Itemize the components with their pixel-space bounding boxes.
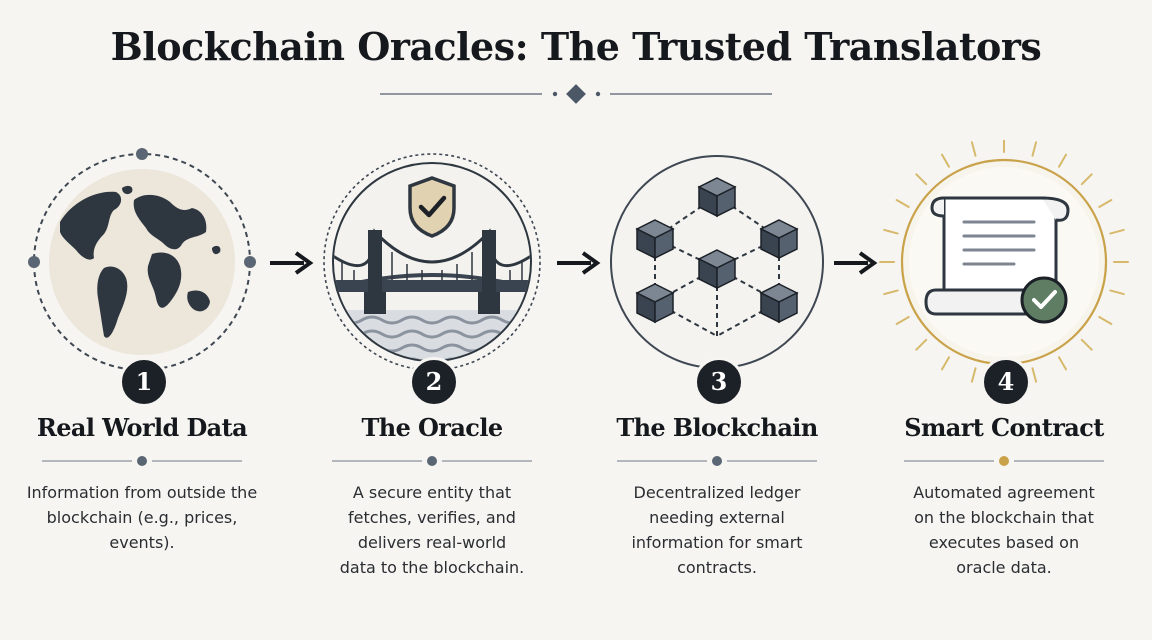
glow-ray xyxy=(1109,289,1125,296)
step-divider xyxy=(617,456,817,466)
step-number-badge: 3 xyxy=(694,357,744,407)
glow-ray xyxy=(1109,228,1125,235)
glow-ray xyxy=(970,367,977,383)
glow-ray xyxy=(1031,367,1038,383)
step-description: Automated agreement on the blockchain th… xyxy=(913,483,1095,577)
glow-ray xyxy=(915,173,928,186)
globe-icon xyxy=(28,148,256,371)
contract-scroll-icon xyxy=(879,140,1129,387)
glow-ray xyxy=(1058,153,1067,168)
step-description: Decentralized ledger needing external in… xyxy=(631,483,803,577)
glow-ray xyxy=(941,356,950,371)
step-number-badge: 2 xyxy=(409,357,459,407)
title-divider xyxy=(380,84,772,104)
shield-check-icon xyxy=(408,176,456,238)
glow-ray xyxy=(1098,316,1113,325)
page-title: Blockchain Oracles: The Trusted Translat… xyxy=(110,24,1042,69)
block-network-icon xyxy=(610,155,824,369)
glow-ray xyxy=(970,141,977,157)
glow-ray xyxy=(895,316,910,325)
step-description: A secure entity that fetches, verifies, … xyxy=(339,483,525,577)
step-description: Information from outside the blockchain … xyxy=(26,483,258,552)
arrow-right-icon xyxy=(557,251,601,275)
step-number-badge: 1 xyxy=(119,357,169,407)
bridge-shield-icon xyxy=(323,153,541,371)
arrow-right-icon xyxy=(834,251,878,275)
glow-ray xyxy=(941,153,950,168)
step-title: The Oracle xyxy=(361,413,503,442)
step-divider xyxy=(42,456,242,466)
glow-ray xyxy=(1031,141,1038,157)
glow-ray xyxy=(1080,173,1093,186)
glow-ray xyxy=(1058,356,1067,371)
glow-ray xyxy=(1098,199,1113,208)
glow-ray xyxy=(883,289,899,296)
glow-ray xyxy=(895,199,910,208)
step-divider xyxy=(332,456,532,466)
glow-ray xyxy=(915,338,928,351)
step-title: Smart Contract xyxy=(904,413,1104,442)
step-number-badge: 4 xyxy=(981,357,1031,407)
glow-ray xyxy=(883,228,899,235)
glow-ray xyxy=(1080,338,1093,351)
step-divider xyxy=(904,456,1104,466)
step-title: The Blockchain xyxy=(616,413,818,442)
check-circle-icon xyxy=(1020,276,1068,324)
step-title: Real World Data xyxy=(36,413,248,442)
arrow-right-icon xyxy=(270,251,314,275)
